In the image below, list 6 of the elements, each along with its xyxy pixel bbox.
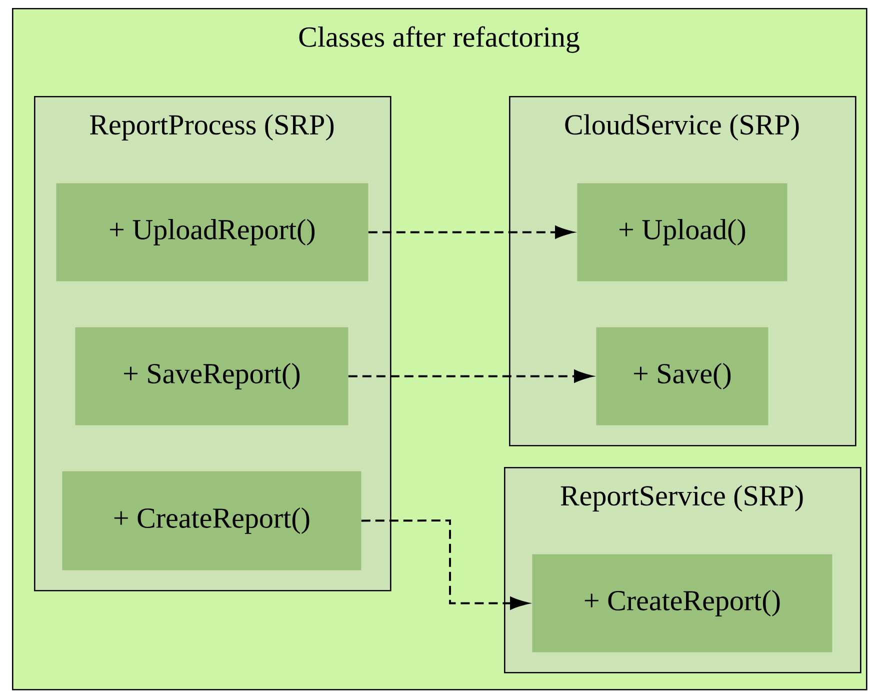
method-box: + Save() bbox=[596, 327, 768, 426]
method-box: + SaveReport() bbox=[75, 327, 348, 426]
method-box: + CreateReport() bbox=[532, 554, 832, 652]
method-box: + Upload() bbox=[577, 183, 788, 282]
method-box: + CreateReport() bbox=[62, 471, 362, 570]
method-box: + UploadReport() bbox=[56, 183, 368, 282]
